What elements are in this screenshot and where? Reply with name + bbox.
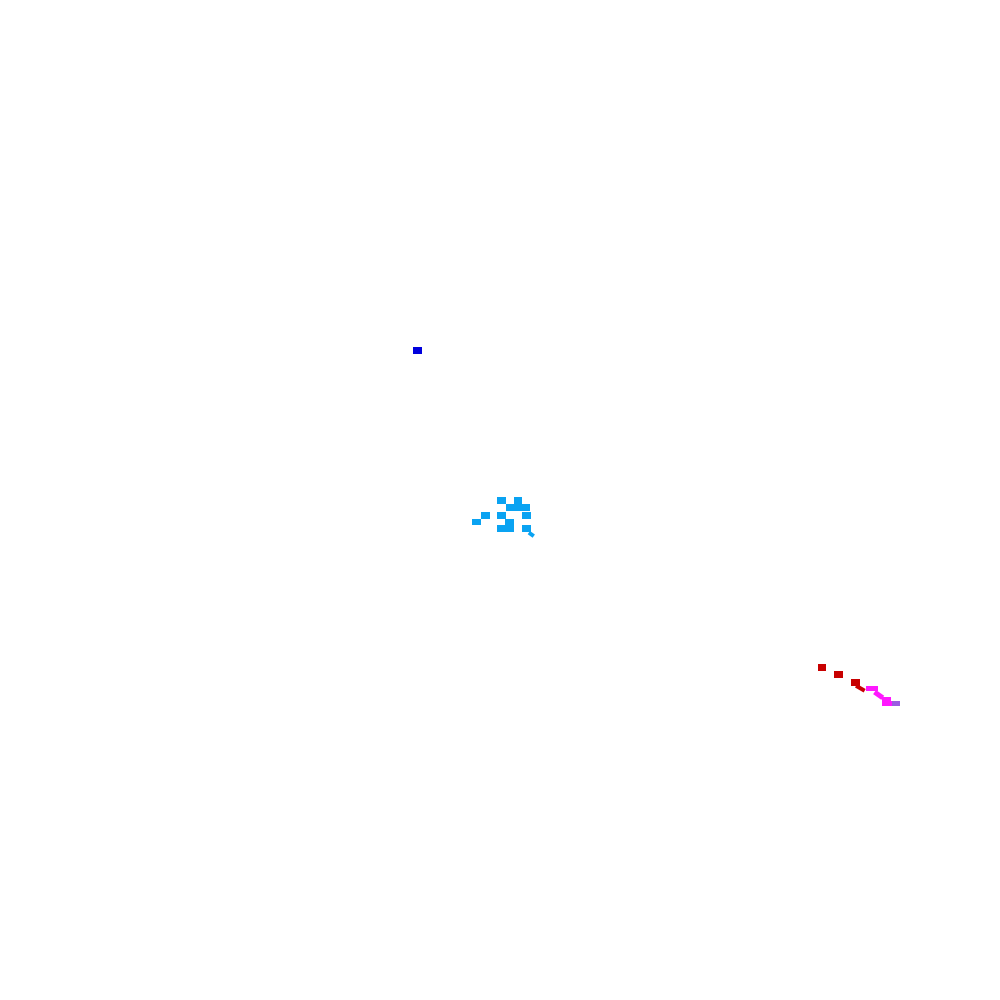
violet-pixel: [892, 701, 900, 706]
blue-point: [413, 347, 422, 354]
cyan-pixel: [497, 525, 514, 532]
cyan-pixel: [481, 512, 490, 519]
cyan-pixel: [497, 512, 506, 519]
red-pixel: [855, 684, 866, 693]
red-pixel: [834, 671, 843, 678]
cyan-pixel: [522, 525, 531, 532]
cyan-pixel: [472, 519, 481, 525]
cyan-pixel: [505, 519, 514, 525]
red-pixel: [851, 679, 860, 686]
cyan-pixel: [522, 512, 531, 519]
magenta-pixel: [866, 686, 878, 691]
red-pixel: [818, 664, 826, 671]
magenta-pixel: [884, 701, 895, 706]
cyan-pixel: [497, 497, 506, 504]
cyan-pixel: [506, 504, 530, 511]
cyan-pixel: [514, 497, 522, 504]
